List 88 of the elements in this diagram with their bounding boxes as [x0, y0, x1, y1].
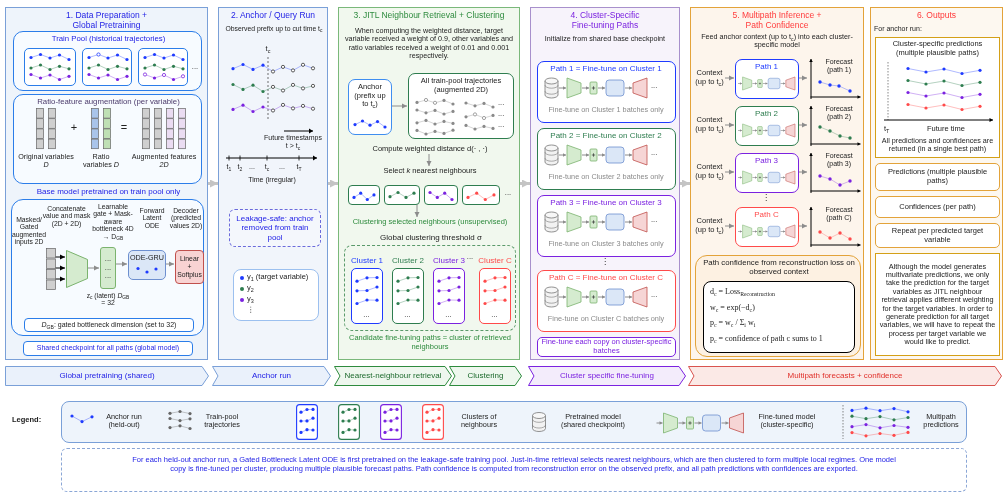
encoder-trapezoid	[66, 250, 88, 288]
panel-title: 5. Multipath Inference + Path Confidence	[731, 11, 823, 31]
key-card	[233, 269, 319, 321]
path-card	[537, 128, 676, 190]
path-card	[735, 207, 799, 247]
card-title: Base model pretrained on train pool only	[35, 187, 182, 197]
card-title: Global clustering threshold σ	[379, 233, 483, 243]
path-title: Path 3	[753, 156, 780, 166]
formula-line: p$_{c}$ = w$_{c}$ / Σ$_{i}$ w$_{i}$	[710, 318, 757, 328]
path-card	[735, 59, 799, 99]
arrow	[164, 261, 175, 267]
path-title: Path 1 = Fine-tune on Cluster 1	[549, 64, 663, 74]
formula-line: d$_{c}$ = Loss$_{Reconstruction}$	[710, 287, 776, 297]
stage-banner: Nearest-neighbour retrieval	[334, 366, 452, 386]
path-title: Path C = Fine-tune on Cluster C	[547, 273, 665, 283]
path-card	[537, 61, 676, 123]
augmentation-card	[13, 94, 202, 184]
trajectory-pool-card	[408, 73, 514, 139]
predictions-card	[875, 37, 1000, 158]
train-pool-card	[13, 31, 202, 91]
arrow	[797, 122, 808, 128]
arrow	[414, 203, 420, 218]
arrow	[724, 75, 735, 81]
formula-line: w$_{c}$ = exp(−d$_{c}$)	[710, 302, 756, 312]
stage-banner: Clustering	[449, 366, 522, 386]
arrow	[520, 179, 530, 188]
arrow	[426, 153, 432, 167]
path-title: Path 1	[753, 62, 780, 72]
arrow	[86, 265, 100, 271]
anchor-card	[348, 79, 392, 135]
arrow	[390, 103, 408, 109]
stage-banner: Cluster specific fine-tuning	[528, 366, 686, 386]
arrow	[724, 169, 735, 175]
path-card	[735, 153, 799, 193]
stage-banner: Anchor run	[212, 366, 331, 386]
panel-title: 6. Outputs	[915, 11, 958, 21]
arrow	[328, 179, 338, 188]
ode-block	[128, 250, 166, 280]
trajectory-drawing	[82, 48, 132, 86]
confidence-card	[695, 255, 861, 357]
stage-panel	[530, 7, 680, 360]
ellipsis-label: ⋮	[600, 257, 610, 267]
arrow	[208, 179, 218, 188]
path-title: Path 2	[753, 109, 780, 119]
stage-panel	[5, 7, 208, 360]
path-card	[537, 195, 676, 257]
operator-label: +	[69, 121, 79, 134]
panel-title: 4. Cluster-Specific Fine-tuning Paths	[569, 11, 641, 31]
formula-line: p$_{c}$ = confidence of path c sums to 1	[710, 333, 824, 343]
panel-title: 3. JITL Neighbour Retrieval + Clustering	[352, 11, 506, 21]
arrow	[114, 261, 128, 267]
arrow	[680, 179, 690, 188]
stage-panel	[870, 7, 1003, 360]
arrow	[54, 276, 66, 282]
arrow	[797, 169, 808, 175]
trajectory-drawing	[24, 48, 76, 86]
operator-label: =	[119, 121, 129, 134]
panel-title: 2. Anchor / Query Run	[229, 11, 317, 21]
trajectory-drawing	[138, 48, 188, 86]
arrow	[724, 223, 735, 229]
arrow	[797, 223, 808, 229]
arrow	[54, 265, 66, 271]
stage-banner: Global pretraining (shared)	[5, 366, 209, 386]
note-box: Leakage-safe: anchor removed from train pool	[229, 209, 321, 247]
path-title: Path 2 = Fine-tune on Cluster 2	[549, 131, 663, 141]
neighbour-trajectory-drawing	[384, 185, 420, 205]
cluster-title: Cluster 2	[391, 256, 425, 266]
stage-panel	[338, 7, 520, 360]
arrow	[724, 122, 735, 128]
neighbour-trajectory-drawing	[462, 185, 500, 205]
formula-box	[703, 281, 855, 353]
input-stack-drawing	[46, 248, 56, 290]
stage-panel	[218, 7, 328, 360]
panel-title: 1. Data Preparation + Global Pretraining	[64, 11, 148, 31]
arrow	[54, 254, 66, 260]
neighbour-trajectory-drawing	[348, 185, 380, 205]
cluster-title: Cluster 3	[432, 256, 466, 266]
neighbour-trajectory-drawing	[424, 185, 458, 205]
path-card	[537, 270, 676, 332]
cluster-title: Cluster 1	[350, 256, 384, 266]
path-title: Path C	[753, 210, 780, 220]
path-title: Path 3 = Fine-tune on Cluster 3	[549, 198, 663, 208]
stage-banner: Multipath forecasts + confidence	[688, 366, 1002, 386]
arrow	[797, 75, 808, 81]
ellipsis-label: ⋮	[761, 193, 771, 203]
cluster-title: Cluster C	[477, 256, 513, 266]
path-card	[735, 106, 799, 146]
stage-panel	[690, 7, 864, 360]
